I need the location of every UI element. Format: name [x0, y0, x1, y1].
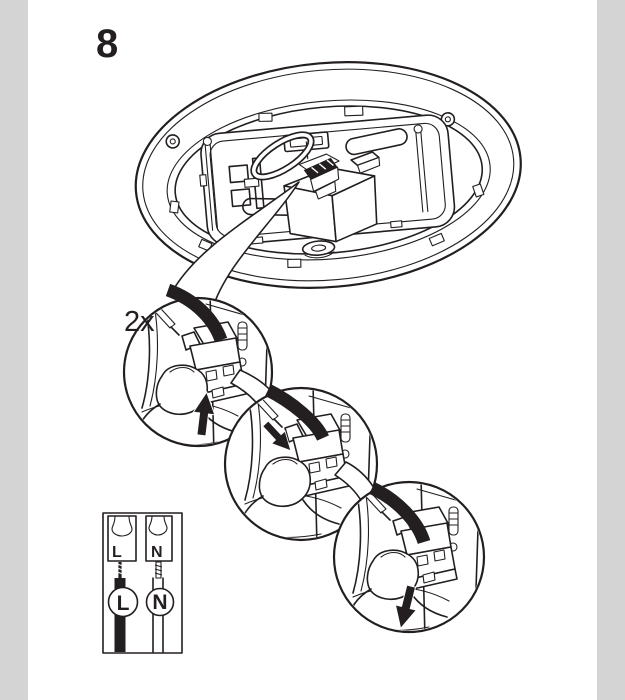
quantity-label: 2x: [124, 306, 155, 338]
terminal-slot-n: N: [145, 515, 173, 562]
rim-clip-tabs: [169, 105, 485, 268]
lamp-base-illustration: [134, 61, 522, 289]
callout-step-1: [122, 283, 274, 448]
cable-black-3: [369, 482, 431, 545]
left-page-margin: [0, 0, 28, 700]
cable-loop: [250, 131, 315, 181]
callout-step-3: [332, 480, 486, 634]
terminal-label-l: L: [112, 544, 122, 561]
rim-screw-boss-left: [165, 134, 181, 149]
bottom-screw-boss: [301, 240, 336, 259]
terminal-connector: [298, 153, 340, 200]
wiring-legend: L N L N: [102, 512, 183, 654]
right-page-margin: [597, 0, 625, 700]
wire-badge-l: [107, 586, 139, 618]
terminal-slot-l: L: [107, 515, 137, 562]
neutral-wire-white: N: [145, 561, 175, 653]
hinge-rod-left: [202, 136, 219, 231]
live-wire-black: L: [107, 562, 139, 652]
cable-black-2: [264, 384, 329, 442]
wire-label-n: N: [152, 591, 167, 614]
junction-box: [250, 131, 378, 243]
hinge-rod-right: [413, 124, 429, 213]
wire-label-l: L: [117, 592, 130, 615]
cable-black-1: [165, 283, 228, 343]
lamp-inner-rim: [174, 105, 484, 255]
step-number: 8: [96, 22, 118, 66]
keyhole-slot-right: [345, 128, 408, 156]
wire-badge-n: [145, 587, 175, 617]
callout-step-2: [223, 384, 379, 542]
latch-clip: [350, 151, 381, 174]
terminal-label-n: N: [151, 544, 163, 561]
